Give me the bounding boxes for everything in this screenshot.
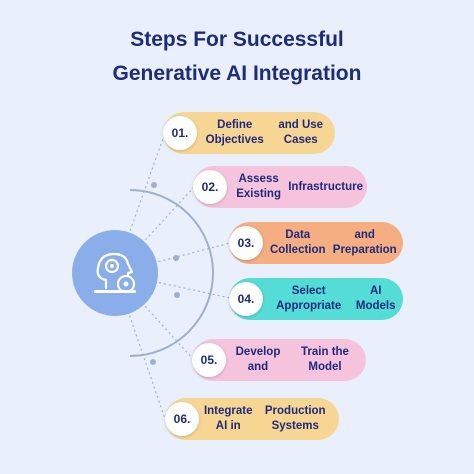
step-label: Develop and Train the Model	[235, 346, 349, 373]
step-number-badge: 03.	[229, 226, 263, 260]
title-line-1: Steps For Successful	[130, 28, 344, 51]
step-number-badge: 06.	[165, 402, 199, 436]
step-number-badge: 02.	[193, 170, 227, 204]
title-line-2: Generative AI Integration	[112, 62, 362, 85]
step-3: 03. Data Collection and Preparation	[229, 222, 403, 264]
step-number-badge: 05.	[192, 343, 226, 377]
step-label: Data Collection and Preparation	[269, 229, 397, 256]
step-label: Integrate AI in Production Systems	[203, 405, 326, 432]
step-number-badge: 01.	[163, 116, 197, 150]
ai-integration-icon	[94, 252, 136, 294]
connector-arc	[129, 189, 214, 357]
step-2: 02. Assess Existing Infrastructure	[193, 166, 367, 208]
step-label: Select Appropriate AI Models	[276, 285, 396, 312]
connector-dot-3	[174, 292, 180, 298]
connector-dot-4	[150, 359, 156, 365]
connector-dot-2	[173, 255, 179, 261]
hub-circle	[72, 230, 158, 316]
connector-line-5	[114, 272, 194, 360]
connector-dot-1	[151, 182, 157, 188]
step-5: 05. Develop and Train the Model	[192, 339, 366, 381]
step-number-badge: 04.	[229, 282, 263, 316]
step-4: 04. Select Appropriate AI Models	[229, 278, 403, 320]
step-1: 01. Define Objectives and Use Cases	[163, 112, 335, 154]
step-6: 06. Integrate AI in Production Systems	[165, 398, 339, 440]
step-label: Assess Existing Infrastructure	[236, 173, 363, 200]
step-label: Define Objectives and Use Cases	[205, 119, 324, 146]
